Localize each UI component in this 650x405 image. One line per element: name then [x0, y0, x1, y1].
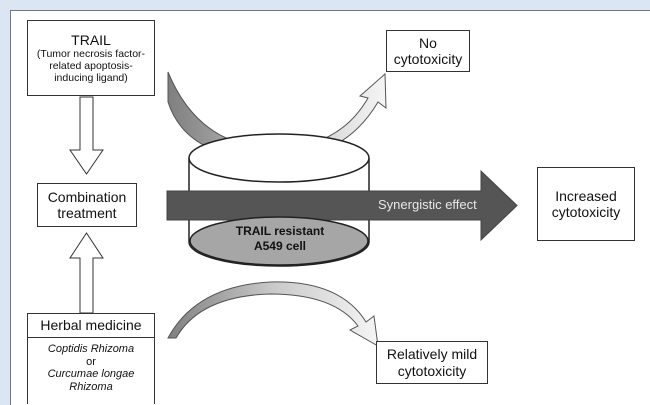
curved-arrow-bottom	[167, 281, 379, 347]
herbal-title: Herbal medicine	[28, 314, 154, 339]
trail-desc-line1: (Tumor necrosis factor-	[36, 47, 146, 60]
herbal-item-curcumae-rhizoma: Rhizoma	[69, 381, 113, 394]
synergy-label: Synergistic effect	[378, 197, 477, 212]
increased-line2: cytotoxicity	[551, 204, 621, 220]
trail-down-arrow	[69, 96, 104, 175]
no-cytotoxicity-line2: cytotoxicity	[393, 51, 463, 67]
herbal-connector-or: or	[86, 355, 96, 368]
herbal-item-curcumae: Curcumae longae	[47, 368, 135, 381]
combination-line2: treatment	[57, 205, 117, 221]
herbal-item-coptidis: Coptidis Rhizoma	[47, 343, 135, 356]
combination-box: Combination treatment	[37, 183, 137, 227]
trail-desc-line2: related apoptosis-	[49, 60, 133, 73]
increased-cytotoxicity-box: Increased cytotoxicity	[537, 167, 635, 241]
no-cytotoxicity-line1: No	[419, 34, 437, 51]
cell-label-line2: A549 cell	[253, 239, 307, 253]
herbal-up-arrow	[69, 232, 104, 314]
trail-title: TRAIL	[71, 31, 111, 48]
mild-cytotoxicity-box: Relatively mild cytotoxicity	[376, 341, 488, 384]
mild-line1: Relatively mild	[386, 346, 478, 363]
herbal-box: Herbal medicine Coptidis Rhizoma or Curc…	[27, 313, 155, 404]
increased-line1: Increased	[555, 187, 617, 204]
combination-line1: Combination	[47, 188, 127, 205]
mild-line2: cytotoxicity	[397, 362, 467, 379]
cell-ellipse	[189, 216, 369, 266]
cell-label-line1: TRAIL resistant	[235, 224, 325, 238]
synergy-arrow	[166, 169, 518, 242]
trail-box: TRAIL (Tumor necrosis factor- related ap…	[27, 20, 155, 96]
trail-desc-line3: inducing ligand)	[54, 72, 128, 85]
no-cytotoxicity-box: No cytotoxicity	[386, 30, 470, 72]
